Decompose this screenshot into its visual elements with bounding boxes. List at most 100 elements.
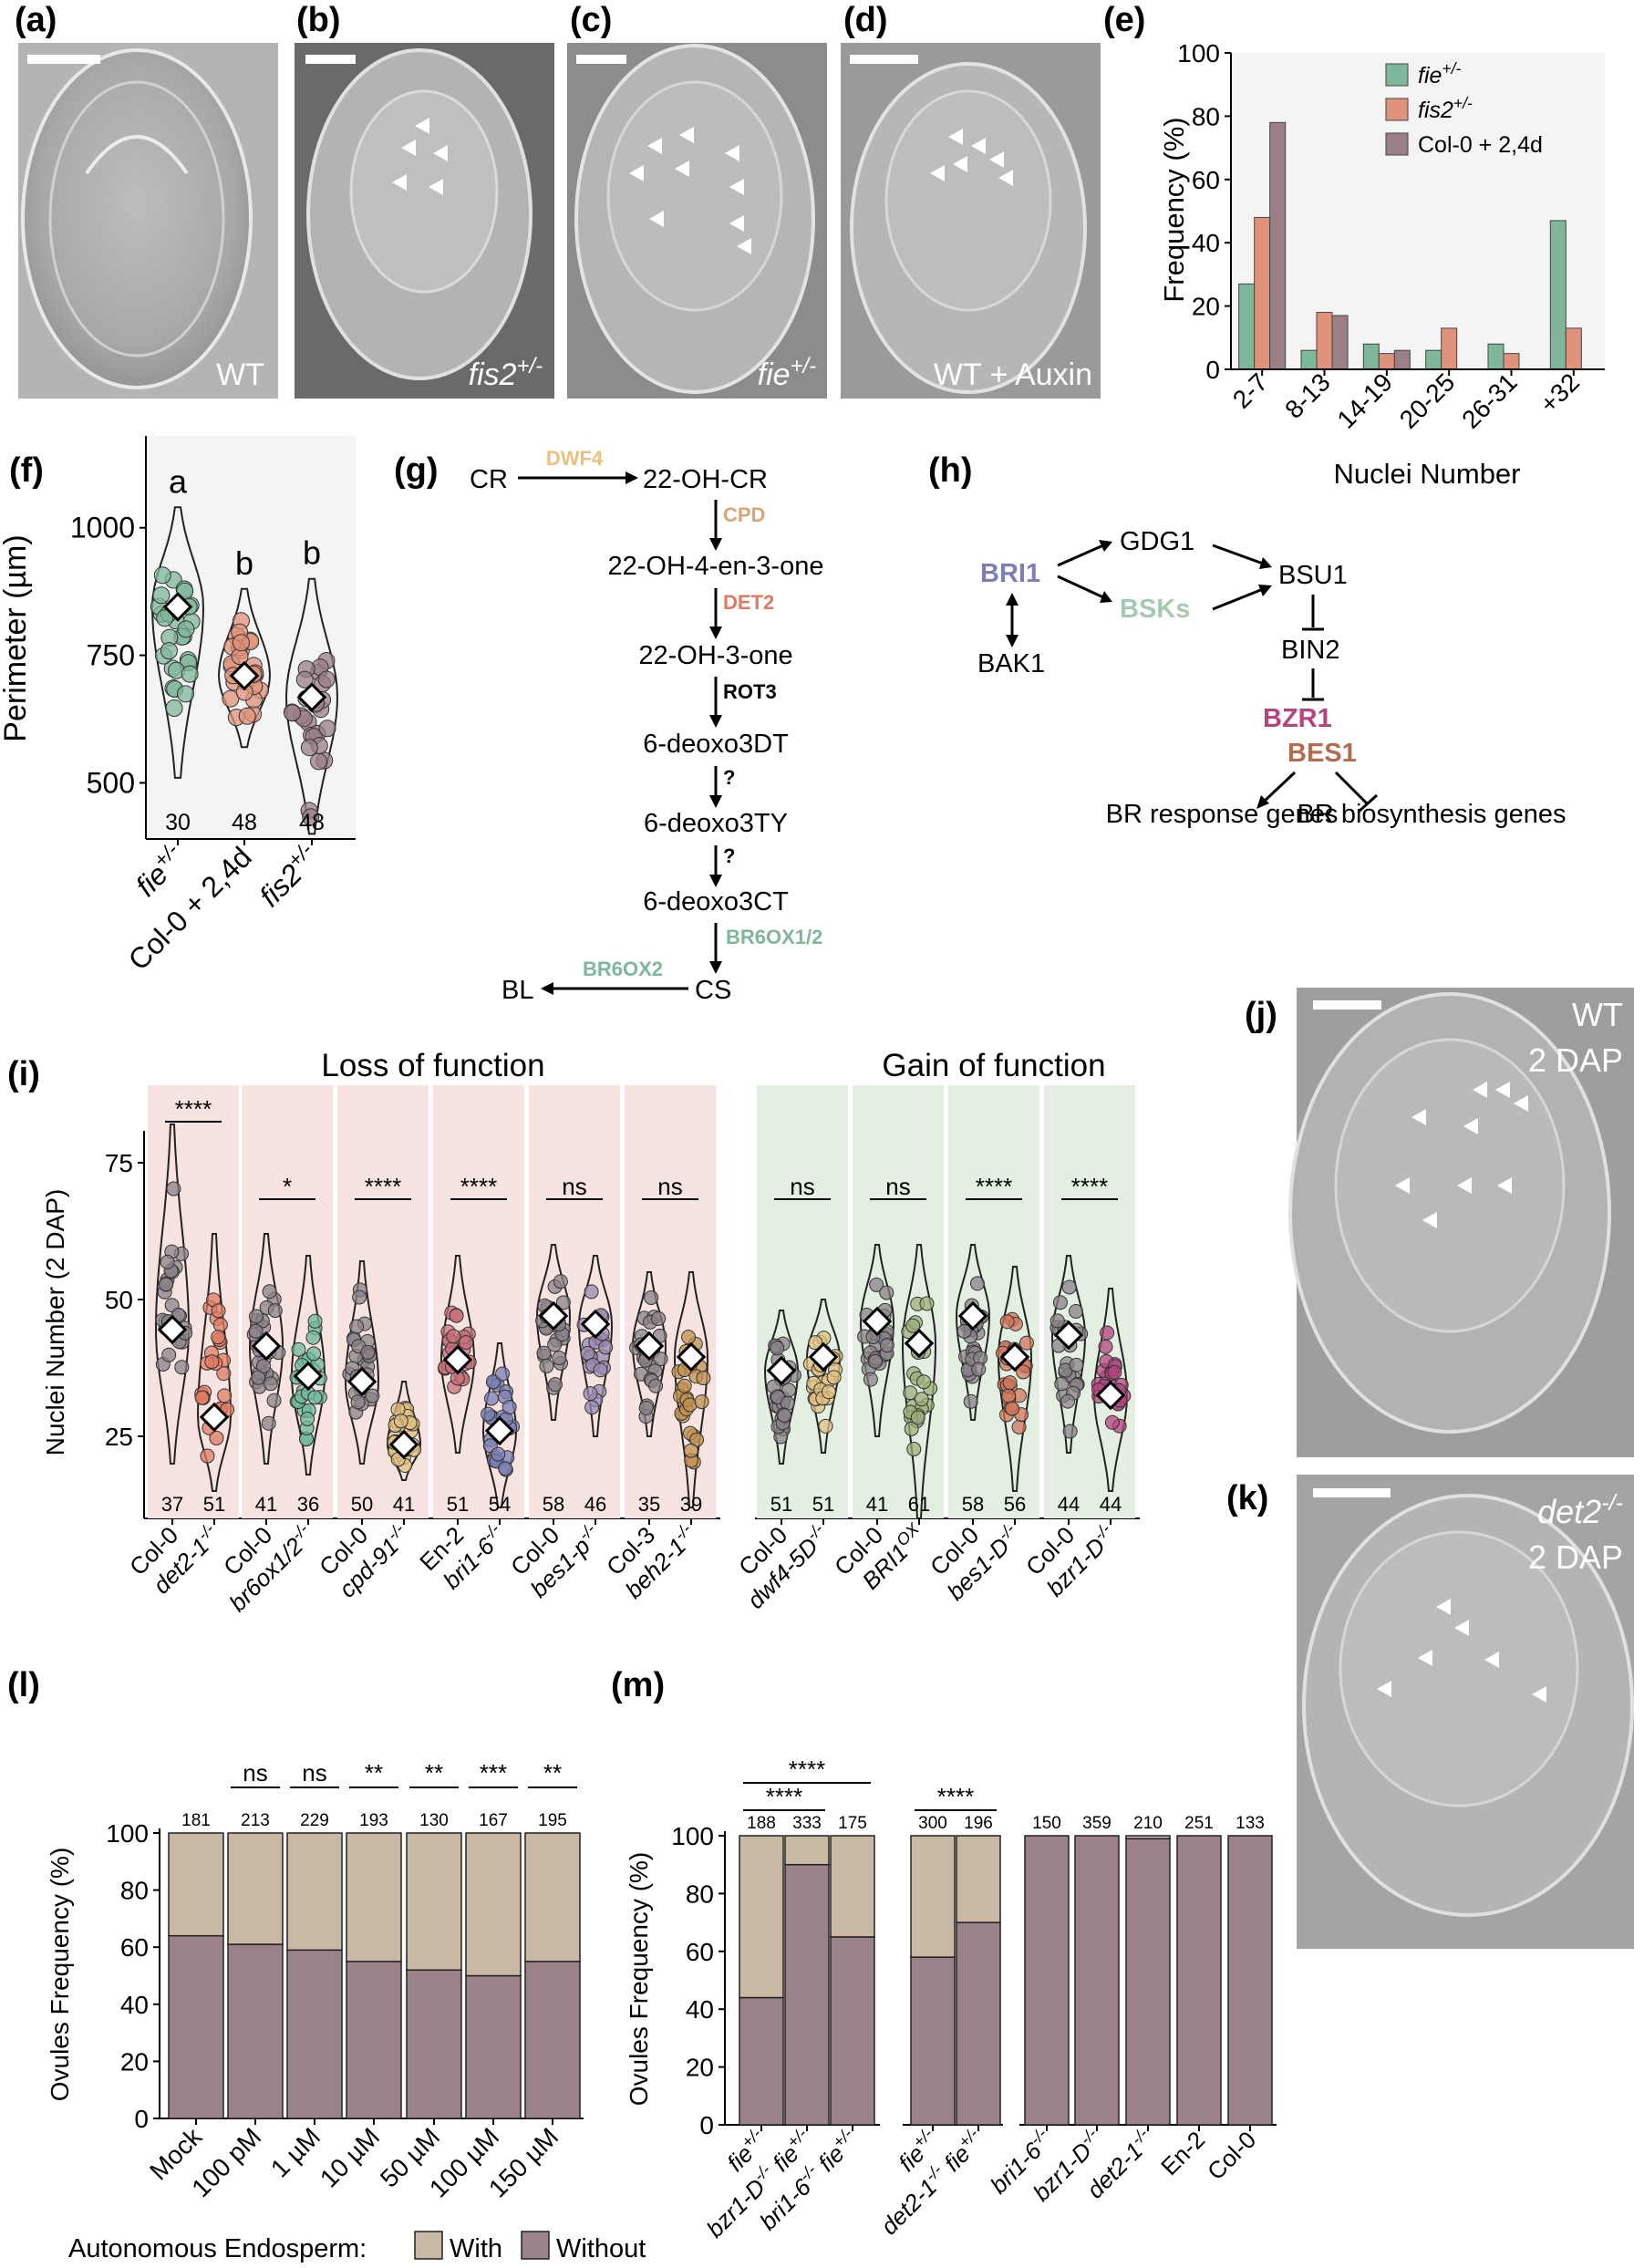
sample-size: 150	[1032, 1814, 1061, 1833]
violin-outline	[284, 577, 339, 835]
panel-label-a: (a)	[15, 1, 57, 39]
sample-size: 48	[232, 810, 257, 835]
pathway-node: BSKs	[1120, 595, 1190, 624]
pathway-node: BZR1	[1263, 704, 1332, 733]
micrograph-a: WT	[18, 43, 278, 399]
sample-size: 30	[165, 810, 191, 835]
data-point	[1052, 1295, 1068, 1310]
x-tick-label: Col-0	[1202, 2126, 1261, 2185]
significance-label: ****	[937, 1783, 974, 1810]
bar-without	[1024, 1835, 1070, 2126]
violin-outline	[631, 1271, 667, 1437]
mean-marker	[296, 682, 327, 712]
panel-label-e: (e)	[1103, 1, 1145, 39]
data-point	[266, 1393, 282, 1408]
y-axis-label: Frequency (%)	[1158, 117, 1190, 302]
panel-label-j: (j)	[1245, 996, 1277, 1034]
sample-size: 51	[812, 1493, 834, 1516]
y-tick-label: 40	[1192, 229, 1220, 257]
micrograph-label: WT + Auxin	[934, 357, 1092, 392]
sample-size: 44	[1058, 1493, 1080, 1516]
y-tick-label: 100	[106, 1819, 149, 1848]
data-point	[306, 1346, 322, 1362]
bar	[1441, 327, 1458, 370]
group-background	[948, 1085, 1039, 1518]
group-background	[148, 1085, 239, 1518]
data-point	[1011, 1419, 1027, 1434]
data-point	[1018, 1335, 1034, 1351]
bar-without	[406, 1969, 462, 2119]
significance-letter: b	[303, 534, 321, 572]
data-point	[217, 1388, 233, 1403]
data-point	[498, 1461, 513, 1476]
data-point	[295, 670, 314, 689]
significance-label: ****	[789, 1755, 825, 1783]
mean-marker	[484, 1415, 515, 1446]
data-point	[683, 1443, 698, 1458]
y-tick-label: 80	[1192, 102, 1220, 130]
data-point	[248, 1323, 264, 1339]
legend-label: Col-0 + 2,4d	[1418, 132, 1543, 158]
data-point	[598, 1340, 614, 1355]
data-point	[1001, 1388, 1017, 1403]
sample-size: 181	[181, 1811, 211, 1830]
bar	[1487, 343, 1504, 370]
micrograph-c: fie+/-	[567, 43, 827, 399]
bar-with	[1125, 1835, 1171, 1839]
y-tick-label: 50	[105, 1286, 133, 1314]
data-point	[449, 1308, 464, 1323]
violin-outline	[764, 1310, 799, 1465]
mean-marker	[346, 1366, 377, 1397]
violin-outline	[955, 1244, 991, 1421]
pathway-node: BR response genes	[1106, 800, 1339, 829]
data-point	[539, 1358, 554, 1373]
data-point	[638, 1400, 654, 1415]
data-point	[307, 1313, 323, 1329]
data-point	[644, 1289, 659, 1305]
y-tick-label: 60	[686, 1938, 714, 1966]
sample-size: 196	[964, 1814, 993, 1833]
legend-label-without: Without	[556, 2234, 646, 2263]
sample-size: 213	[241, 1811, 270, 1830]
y-tick-label: 75	[105, 1149, 133, 1177]
y-tick-label: 25	[105, 1423, 133, 1451]
data-point	[212, 1317, 228, 1332]
scale-bar	[850, 55, 918, 64]
significance-label: ns	[657, 1173, 682, 1200]
bar-without	[1227, 1835, 1273, 2126]
bar	[1300, 349, 1318, 370]
arrowheads	[930, 129, 1013, 186]
bar-without	[286, 1949, 343, 2119]
enzyme-label: ?	[723, 766, 735, 789]
sample-size: 300	[918, 1814, 947, 1833]
sample-size: 48	[299, 810, 325, 835]
significance-label: ****	[460, 1173, 497, 1200]
bar	[1425, 349, 1442, 370]
sample-size: 58	[962, 1493, 984, 1516]
mean-marker	[199, 1402, 230, 1433]
data-point	[584, 1400, 600, 1415]
pathway-node: 22-OH-4-en-3-one	[608, 552, 824, 581]
section-title: Loss of function	[321, 1048, 544, 1083]
significance-label: ****	[1071, 1173, 1108, 1200]
significance-label: ***	[480, 1759, 507, 1786]
pathway-node: BRI1	[980, 559, 1040, 588]
violin-outline	[673, 1271, 709, 1508]
sample-size: 50	[351, 1493, 373, 1516]
data-point	[159, 1277, 174, 1292]
enzyme-label: ?	[723, 844, 735, 867]
pathway-node: 6-deoxo3TY	[644, 809, 788, 838]
data-point	[906, 1442, 922, 1457]
violin-outline	[150, 506, 205, 779]
bar	[1254, 216, 1271, 370]
bar-without	[784, 1863, 830, 2126]
significance-label: ****	[976, 1173, 1012, 1200]
pathway-node: CR	[470, 465, 508, 494]
sample-size: 35	[638, 1493, 660, 1516]
data-point	[232, 634, 250, 652]
data-point	[209, 1430, 224, 1445]
y-tick-label: 20	[1192, 293, 1220, 321]
bar-without	[1125, 1838, 1171, 2126]
data-point	[300, 1411, 315, 1426]
